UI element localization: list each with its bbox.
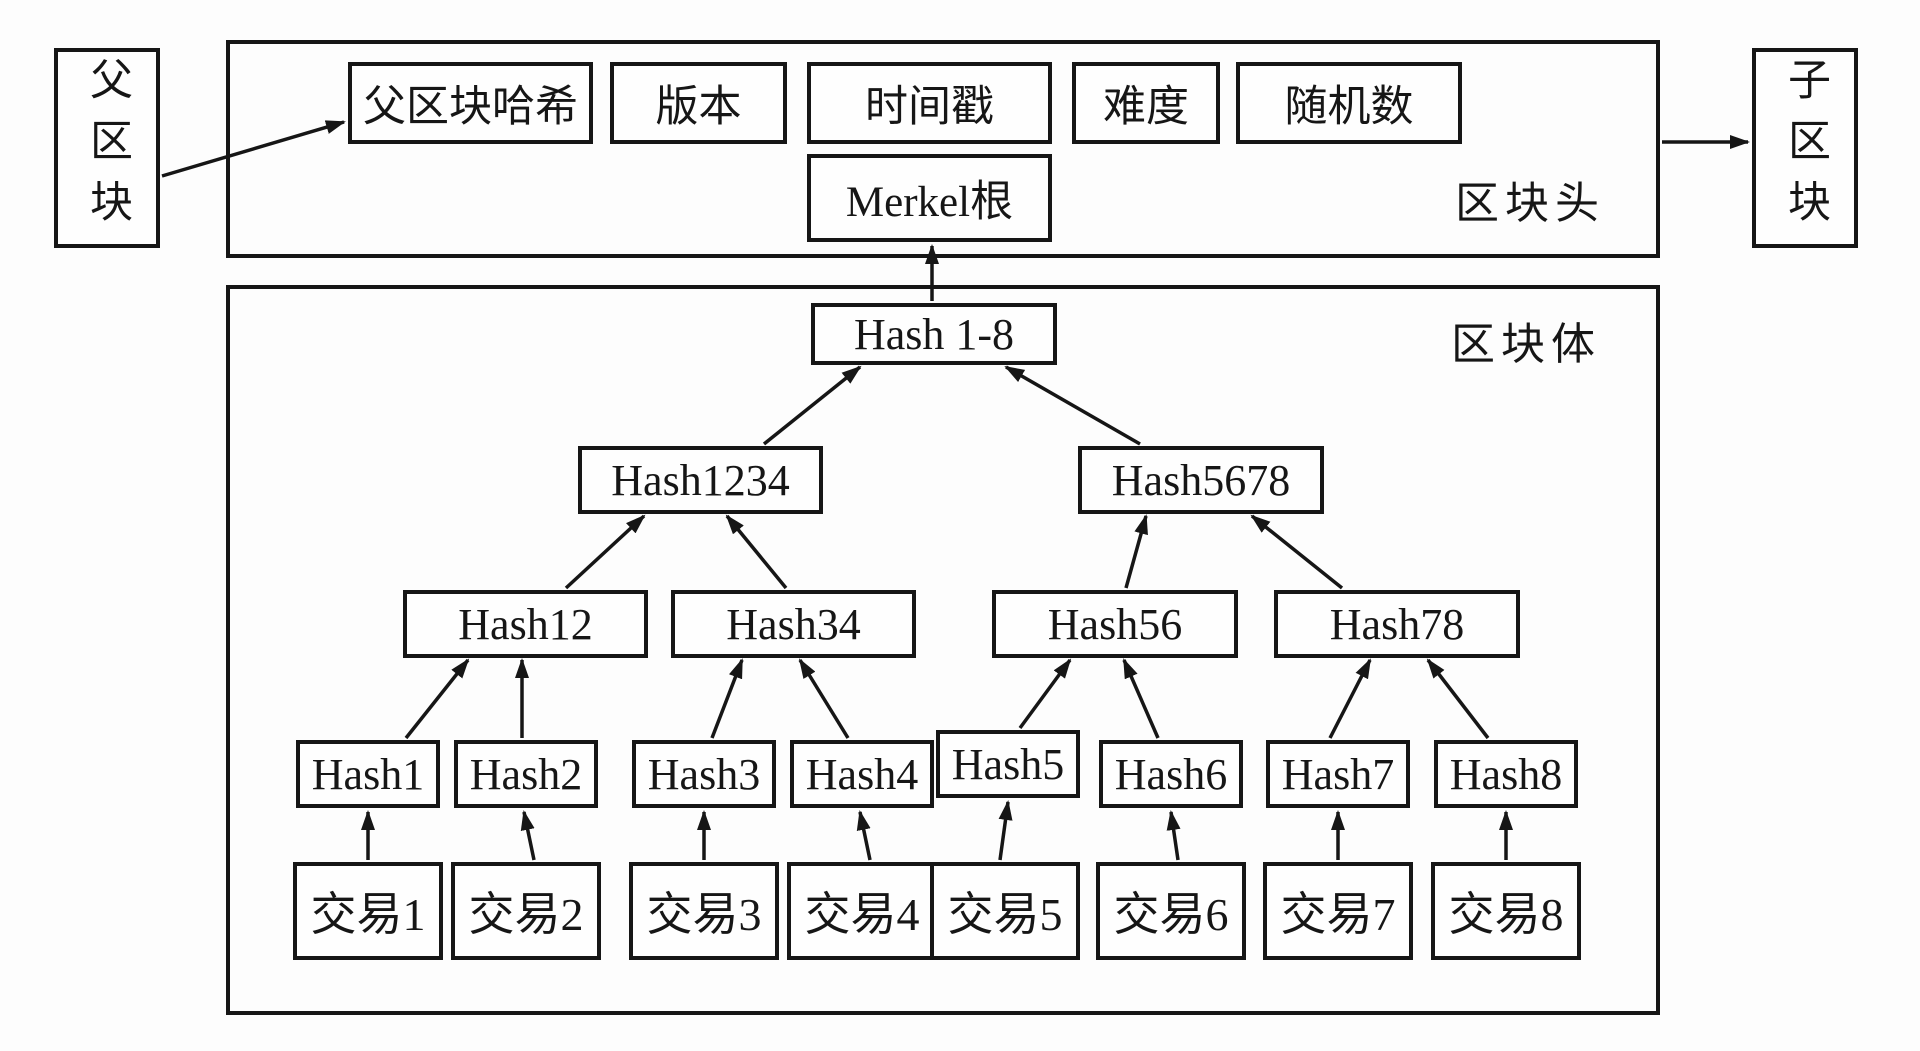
merkle-node-hash56-label: Hash56 <box>1047 599 1183 649</box>
merkle-node-hash5678-label: Hash5678 <box>1111 455 1291 505</box>
merkle-leaf-hash2: Hash2 <box>454 740 598 808</box>
field-version-box: 版本 <box>610 62 787 144</box>
merkle-node-hash56: Hash56 <box>992 590 1238 658</box>
merkle-root-label: Merkel根 <box>845 179 1014 226</box>
merkle-leaf-hash6-label: Hash6 <box>1114 749 1228 799</box>
field-nonce-label: 随机数 <box>1284 84 1414 131</box>
field-difficulty-box: 难度 <box>1072 62 1220 144</box>
transaction-5-label: 交易5 <box>947 889 1063 940</box>
merkle-leaf-hash4-label: Hash4 <box>805 749 919 799</box>
merkle-leaf-hash8-label: Hash8 <box>1449 749 1563 799</box>
merkle-leaf-hash5-label: Hash5 <box>951 739 1065 789</box>
merkle-node-root-label: Hash 1-8 <box>853 309 1015 359</box>
transaction-6-label: 交易6 <box>1113 889 1229 940</box>
merkle-leaf-hash8: Hash8 <box>1434 740 1578 808</box>
merkle-node-hash78-label: Hash78 <box>1329 599 1465 649</box>
transaction-box-8: 交易8 <box>1431 862 1581 960</box>
transaction-box-3: 交易3 <box>629 862 779 960</box>
merkle-leaf-hash1: Hash1 <box>296 740 440 808</box>
block-header-section-label: 区块头 <box>1455 179 1605 228</box>
transaction-1-label: 交易1 <box>310 889 426 940</box>
field-parent-hash-label: 父区块哈希 <box>363 84 578 131</box>
merkle-leaf-hash4: Hash4 <box>790 740 934 808</box>
merkle-leaf-hash3: Hash3 <box>632 740 776 808</box>
merkle-leaf-hash7: Hash7 <box>1266 740 1410 808</box>
merkle-leaf-hash7-label: Hash7 <box>1281 749 1395 799</box>
field-timestamp-box: 时间戳 <box>807 62 1052 144</box>
transaction-7-label: 交易7 <box>1280 889 1396 940</box>
transaction-3-label: 交易3 <box>646 889 762 940</box>
transaction-2-label: 交易2 <box>468 889 584 940</box>
block-body-box <box>226 285 1660 1015</box>
transaction-8-label: 交易8 <box>1448 889 1564 940</box>
merkle-leaf-hash3-label: Hash3 <box>647 749 761 799</box>
field-parent-hash-box: 父区块哈希 <box>348 62 593 144</box>
merkle-node-root: Hash 1-8 <box>811 303 1057 365</box>
field-nonce-box: 随机数 <box>1236 62 1462 144</box>
merkle-node-hash34: Hash34 <box>671 590 916 658</box>
transaction-box-5: 交易5 <box>930 862 1080 960</box>
transaction-box-1: 交易1 <box>293 862 443 960</box>
merkle-node-hash34-label: Hash34 <box>726 599 861 649</box>
merkle-leaf-hash6: Hash6 <box>1099 740 1243 808</box>
merkle-node-hash78: Hash78 <box>1274 590 1520 658</box>
transaction-box-4: 交易4 <box>787 862 937 960</box>
merkle-leaf-hash1-label: Hash1 <box>311 749 425 799</box>
parent-block-label: 父区块 <box>83 56 131 240</box>
block-body-section-label: 区块体 <box>1451 320 1601 369</box>
merkle-node-hash12: Hash12 <box>403 590 648 658</box>
field-difficulty-label: 难度 <box>1103 84 1189 131</box>
transaction-box-7: 交易7 <box>1263 862 1413 960</box>
child-block-label: 子区块 <box>1781 56 1829 240</box>
child-block-box: 子区块 <box>1752 48 1858 248</box>
transaction-box-2: 交易2 <box>451 862 601 960</box>
field-version-label: 版本 <box>655 84 742 131</box>
merkle-leaf-hash5: Hash5 <box>936 730 1080 798</box>
merkle-leaf-hash2-label: Hash2 <box>469 749 583 799</box>
merkle-root-box: Merkel根 <box>807 154 1052 242</box>
transaction-box-6: 交易6 <box>1096 862 1246 960</box>
parent-block-box: 父区块 <box>54 48 160 248</box>
merkle-node-hash12-label: Hash12 <box>458 599 593 649</box>
field-timestamp-label: 时间戳 <box>865 84 994 131</box>
transaction-4-label: 交易4 <box>804 889 920 940</box>
merkle-node-hash1234: Hash1234 <box>578 446 823 514</box>
merkle-node-hash1234-label: Hash1234 <box>611 455 790 505</box>
merkle-node-hash5678: Hash5678 <box>1078 446 1324 514</box>
